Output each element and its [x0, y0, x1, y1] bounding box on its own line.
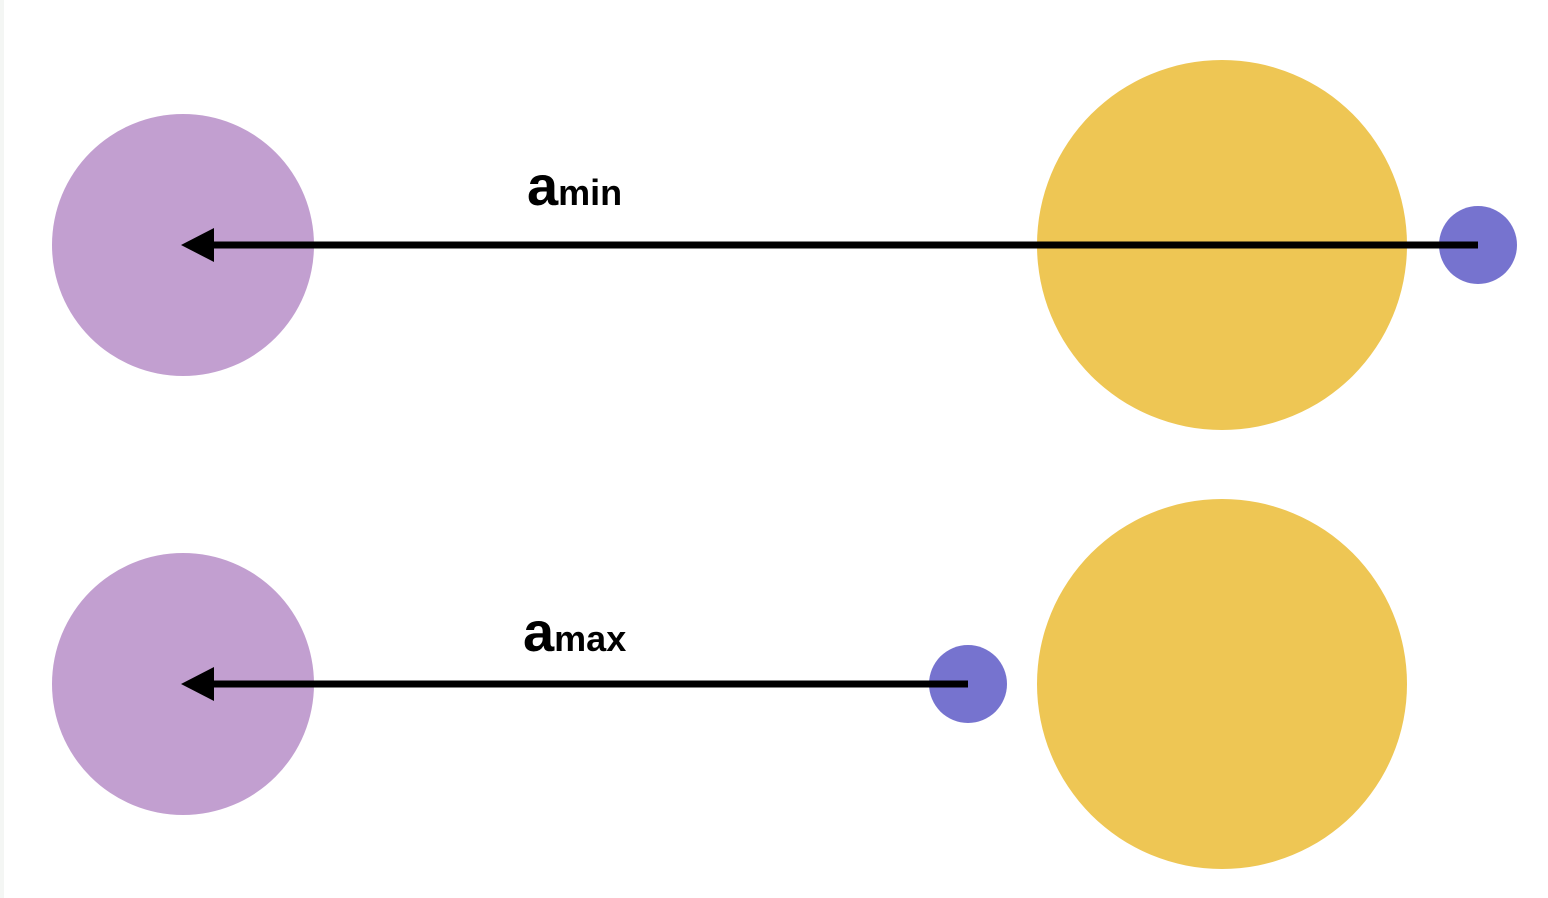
bottom-yellow-circle: [1037, 499, 1407, 869]
left-edge-strip: [0, 0, 4, 898]
bottom-arrow-head: [181, 667, 214, 701]
a-min-label-sub: min: [558, 172, 623, 213]
a-min-label: amin: [527, 158, 622, 214]
a-max-label-main: a: [523, 600, 555, 663]
a-max-label: amax: [523, 604, 626, 660]
bottom-panel: [52, 499, 1407, 869]
a-min-label-main: a: [527, 154, 559, 217]
a-max-label-sub: max: [554, 618, 627, 659]
top-arrow-head: [181, 228, 214, 262]
top-panel: [52, 60, 1517, 430]
